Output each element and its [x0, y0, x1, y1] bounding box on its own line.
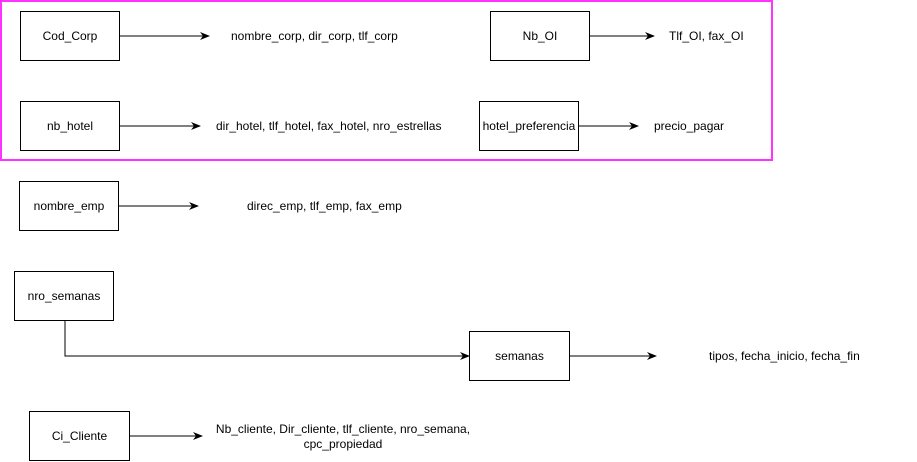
attrs-cod-corp: nombre_corp, dir_corp, tlf_corp: [231, 29, 398, 43]
attrs-ci-cliente: Nb_cliente, Dir_cliente, tlf_cliente, nr…: [212, 422, 474, 452]
attrs-semanas: tipos, fecha_inicio, fecha_fin: [709, 349, 860, 363]
attrs-ci-cliente-line2: cpc_propiedad: [303, 437, 383, 451]
node-ci-cliente[interactable]: Ci_Cliente: [29, 411, 130, 461]
attrs-nombre-emp: direc_emp, tlf_emp, fax_emp: [247, 199, 402, 213]
edge-nro-semanas: [64, 321, 470, 360]
node-ci-cliente-label: Ci_Cliente: [51, 429, 108, 443]
attrs-hotel-preferencia: precio_pagar: [654, 119, 725, 133]
node-nb-hotel[interactable]: nb_hotel: [20, 101, 120, 151]
node-semanas[interactable]: semanas: [469, 331, 570, 381]
attrs-nb-hotel: dir_hotel, tlf_hotel, fax_hotel, nro_est…: [216, 119, 442, 133]
node-cod-corp[interactable]: Cod_Corp: [20, 11, 120, 61]
node-nb-oi-label: Nb_OI: [522, 29, 558, 43]
highlight-group: [0, 0, 773, 161]
attrs-ci-cliente-line1: Nb_cliente, Dir_cliente, tlf_cliente, nr…: [215, 422, 471, 436]
node-nb-hotel-label: nb_hotel: [46, 119, 94, 133]
node-hotel-preferencia[interactable]: hotel_preferencia: [479, 101, 579, 151]
node-hotel-preferencia-label: hotel_preferencia: [482, 119, 576, 133]
node-cod-corp-label: Cod_Corp: [42, 29, 98, 43]
node-nombre-emp-label: nombre_emp: [33, 199, 105, 213]
node-nro-semanas[interactable]: nro_semanas: [14, 271, 114, 321]
attrs-nb-oi: Tlf_OI, fax_OI: [669, 29, 744, 43]
node-semanas-label: semanas: [495, 349, 544, 363]
node-nb-oi[interactable]: Nb_OI: [490, 11, 590, 61]
node-nombre-emp[interactable]: nombre_emp: [19, 181, 119, 231]
node-nro-semanas-label: nro_semanas: [27, 289, 101, 303]
